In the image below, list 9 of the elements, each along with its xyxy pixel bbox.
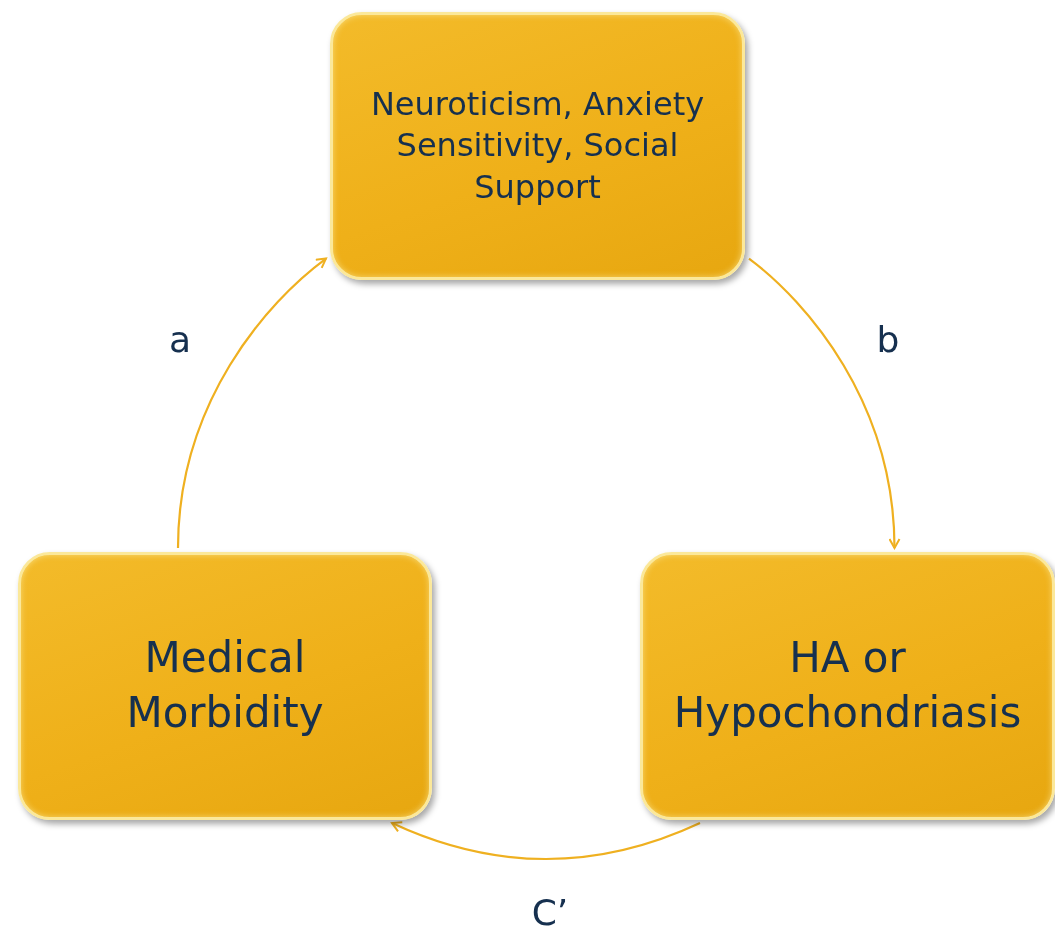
box-text: HA or Hypochondriasis: [672, 632, 1023, 739]
curved-arrow: [748, 257, 901, 549]
box-text: Neuroticism, Anxiety Sensitivity, Social Support: [369, 83, 706, 208]
box-text: Medical Morbidity: [125, 632, 325, 739]
rounded-box: [640, 552, 1055, 820]
rounded-box: [330, 12, 745, 280]
curved-arrow: [176, 257, 327, 549]
curved-arrow: [391, 820, 701, 861]
rounded-box: [18, 552, 432, 820]
